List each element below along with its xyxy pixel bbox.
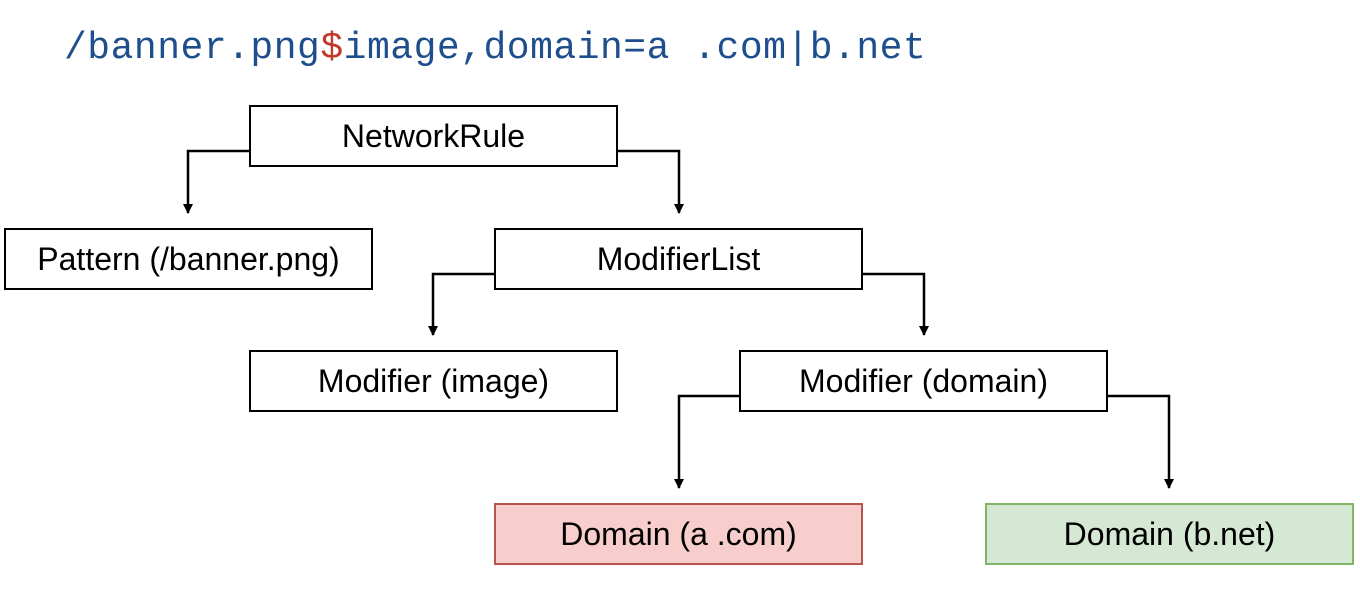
node-label: NetworkRule — [341, 117, 526, 154]
node-label: ModifierList — [596, 240, 761, 277]
edge-domain-to-b — [1108, 394, 1174, 489]
edge-modifierlist-to-domain — [863, 272, 929, 336]
edge-modifierlist-to-image — [428, 272, 494, 336]
rule-separator: $ — [320, 27, 344, 70]
node-label: Domain (b.net) — [1063, 515, 1276, 552]
rule-text: /banner.png$image,domain=a .com|b.net — [64, 26, 926, 72]
node-label: Domain (a .com) — [560, 515, 797, 552]
node-domain-b: Domain (b.net) — [985, 503, 1354, 565]
rule-modifiers-part: image,domain=a .com|b.net — [343, 27, 927, 70]
edge-domain-to-a — [674, 394, 739, 489]
node-label: Pattern (/banner.png) — [37, 240, 340, 277]
node-domain-a: Domain (a .com) — [494, 503, 863, 565]
node-modifier-domain: Modifier (domain) — [739, 350, 1108, 412]
rule-pattern-part: /banner.png — [64, 27, 321, 70]
node-network-rule: NetworkRule — [249, 105, 618, 167]
node-modifier-image: Modifier (image) — [249, 350, 618, 412]
node-label: Modifier (image) — [317, 362, 550, 399]
node-pattern: Pattern (/banner.png) — [4, 228, 373, 290]
edge-root-to-modifierlist — [618, 149, 684, 214]
node-label: Modifier (domain) — [799, 362, 1048, 399]
edge-root-to-pattern — [183, 149, 249, 214]
node-modifier-list: ModifierList — [494, 228, 863, 290]
